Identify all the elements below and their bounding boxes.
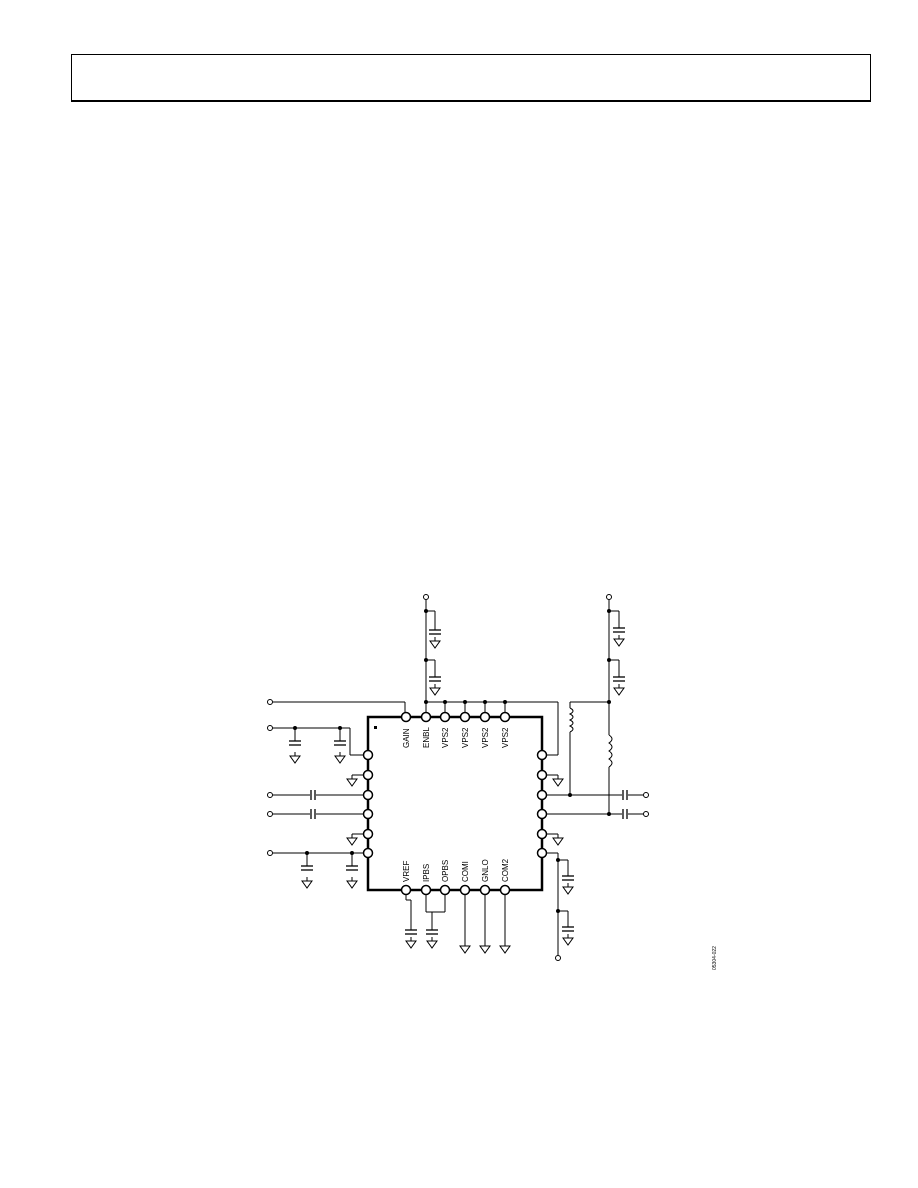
pin-label-vps2-a: VPS2 bbox=[441, 727, 450, 748]
pin-label-vps2-c: VPS2 bbox=[481, 727, 490, 748]
pin-label-ipbs: IPBS bbox=[422, 864, 431, 882]
top-supply-network bbox=[423, 594, 559, 756]
pin-label-gnlo: GNLO bbox=[481, 859, 490, 882]
top-pins bbox=[400, 711, 511, 723]
right-pins bbox=[536, 749, 548, 859]
figure-id: 05304-022 bbox=[712, 946, 718, 970]
pin1-marker bbox=[374, 726, 377, 729]
pin-label-opbs: OPBS bbox=[441, 860, 450, 882]
ic-body bbox=[366, 715, 544, 892]
bottom-network bbox=[404, 894, 511, 954]
pin-label-com2: COM2 bbox=[501, 858, 510, 882]
left-pins bbox=[362, 749, 374, 859]
pin-label-comi: COMI bbox=[461, 861, 470, 882]
bottom-pins bbox=[400, 884, 511, 896]
page-header-box bbox=[71, 54, 871, 102]
pin-label-vref: VREF bbox=[402, 861, 411, 882]
top-pin-labels: GAIN ENBL VPS2 VPS2 VPS2 VPS2 bbox=[402, 727, 510, 748]
bottom-pin-labels: VREF IPBS OPBS COMI GNLO COM2 bbox=[402, 858, 510, 882]
pin-label-enbl: ENBL bbox=[422, 727, 431, 748]
right-output-network bbox=[546, 594, 649, 961]
pin-label-gain: GAIN bbox=[402, 728, 411, 748]
pin-label-vps2-d: VPS2 bbox=[501, 727, 510, 748]
pin-label-vps2-b: VPS2 bbox=[461, 727, 470, 748]
left-side-circuit bbox=[267, 699, 406, 889]
